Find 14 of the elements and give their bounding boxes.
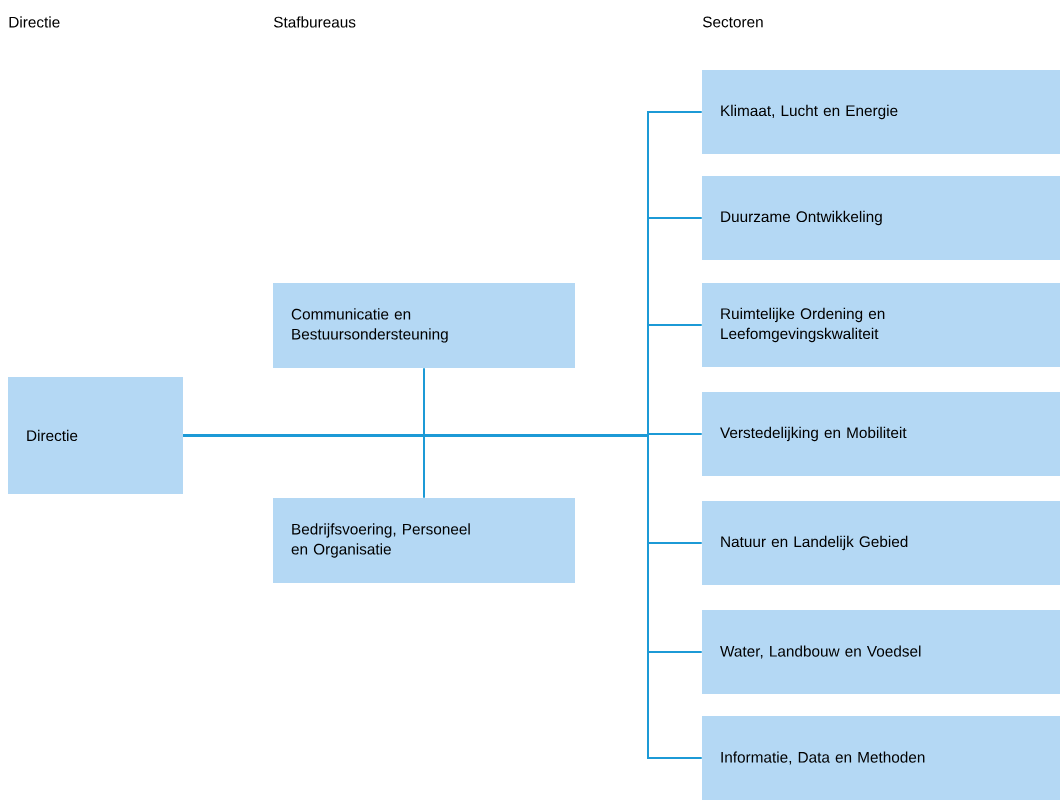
- org-box: Duurzame Ontwikkeling: [702, 176, 1060, 260]
- org-box: Bedrijfsvoering, Personeel en Organisatie: [273, 498, 575, 583]
- column-heading: Directie: [9, 16, 60, 28]
- org-box: Directie: [8, 377, 183, 494]
- org-box: Water, Landbouw en Voedsel: [702, 610, 1060, 694]
- org-box: Verstedelijking en Mobiliteit: [702, 392, 1060, 476]
- org-box: Klimaat, Lucht en Energie: [702, 70, 1060, 154]
- org-box: Informatie, Data en Methoden: [702, 716, 1060, 800]
- org-box: Ruimtelijke Ordening en Leefomgevingskwaliteit: [702, 283, 1060, 367]
- column-heading: Sectoren: [702, 16, 763, 28]
- connector-line: [182, 434, 703, 759]
- org-box: Communicatie en Bestuursondersteuning: [273, 283, 575, 368]
- org-box: Natuur en Landelijk Gebied: [702, 501, 1060, 585]
- column-heading: Stafbureaus: [273, 16, 356, 28]
